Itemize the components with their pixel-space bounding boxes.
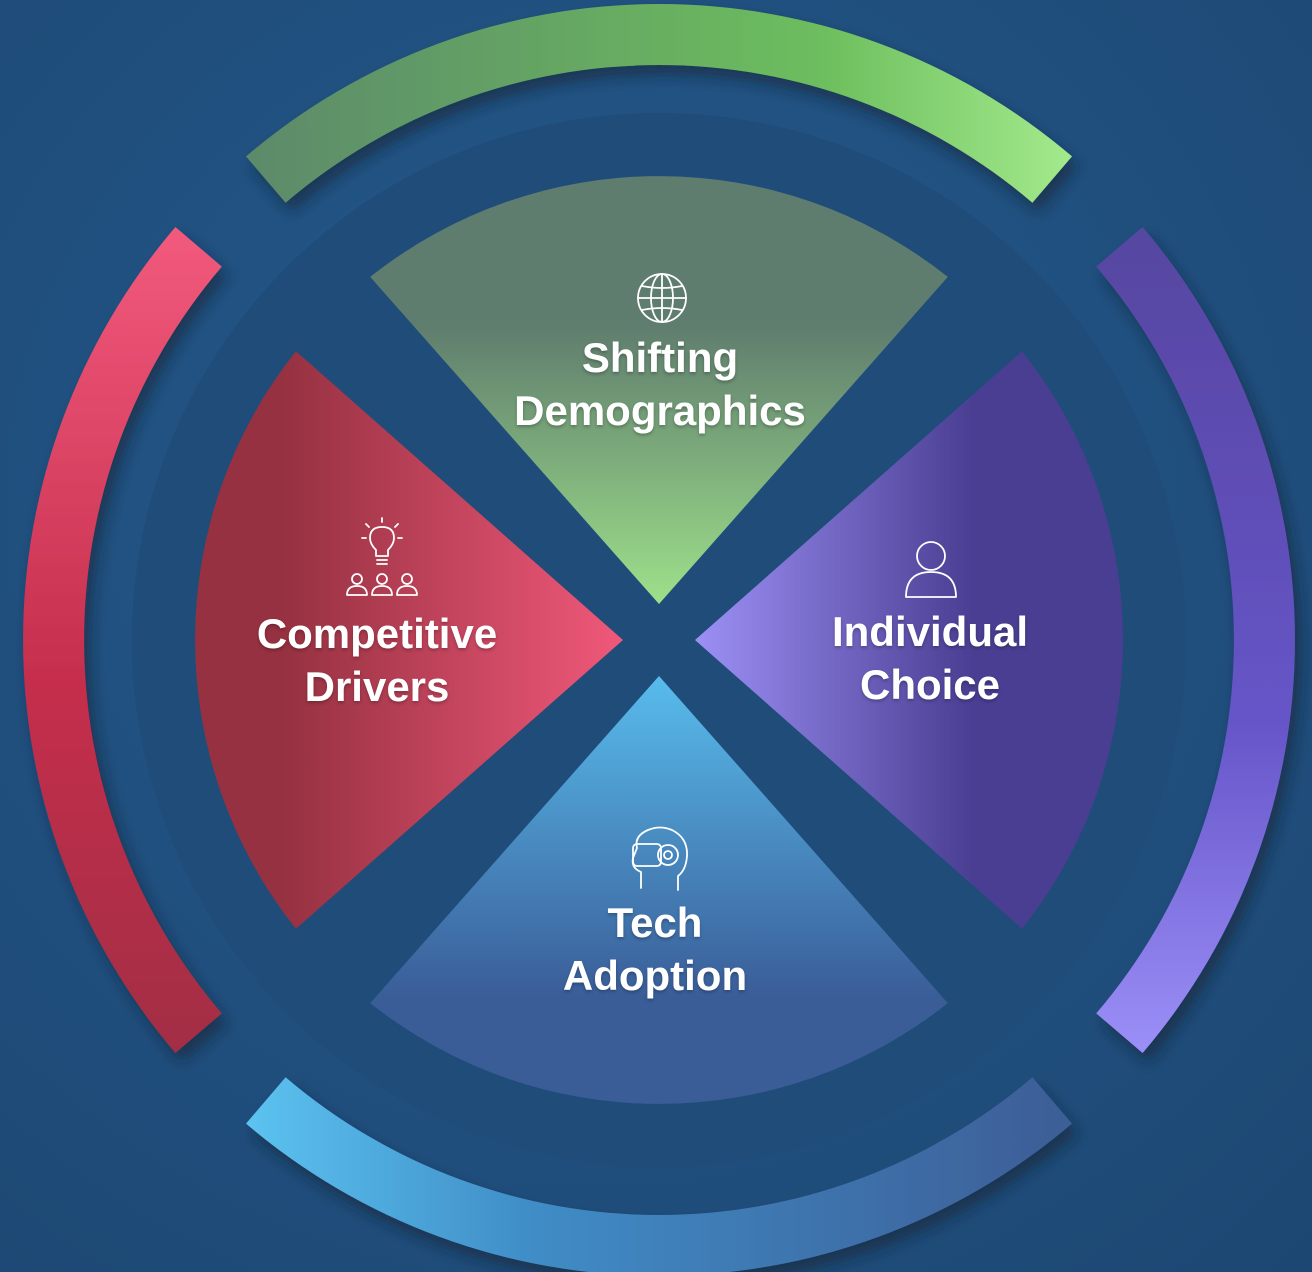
lightbulb-team-icon xyxy=(346,517,418,596)
outer-arc-top xyxy=(246,4,1072,203)
label-line: Individual xyxy=(831,608,1028,655)
label-line: Competitive xyxy=(256,610,498,657)
inner-disk xyxy=(132,113,1186,1167)
outer-arc-left xyxy=(23,227,222,1053)
label-line: Shifting xyxy=(581,334,739,381)
wedge-shifting-demographics xyxy=(370,176,948,604)
wedge-competitive-drivers xyxy=(195,351,623,929)
outer-arc-right xyxy=(1096,227,1295,1053)
label-competitive-drivers: Competitive Drivers xyxy=(177,607,577,713)
person-icon xyxy=(905,541,957,598)
label-individual-choice: Individual Choice xyxy=(730,605,1130,711)
label-shifting-demographics: Shifting Demographics xyxy=(460,331,860,437)
globe-icon xyxy=(637,273,687,323)
label-line: Choice xyxy=(859,661,1001,708)
label-line: Tech xyxy=(607,899,703,946)
wedge-individual-choice xyxy=(695,351,1123,929)
outer-ring xyxy=(23,4,1295,1272)
vr-headset-icon xyxy=(631,826,688,891)
label-tech-adoption: Tech Adoption xyxy=(455,896,855,1002)
label-line: Drivers xyxy=(304,663,450,710)
wedges xyxy=(195,176,1123,1104)
wedge-tech-adoption xyxy=(370,676,948,1104)
label-line: Adoption xyxy=(562,952,748,999)
label-line: Demographics xyxy=(514,387,806,434)
outer-arc-bottom xyxy=(246,1077,1072,1272)
